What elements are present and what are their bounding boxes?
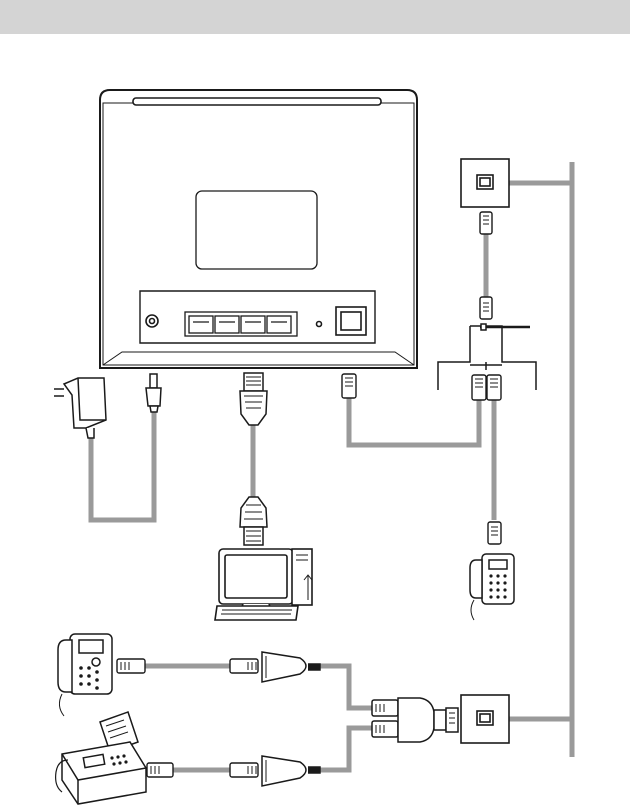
filter-adapter-lower (262, 756, 320, 786)
router-rear-panel (100, 90, 417, 368)
phone-plug-left-adapter (230, 659, 258, 673)
power-cable (91, 410, 154, 520)
telephone-right (470, 554, 514, 620)
lan-plug-bottom (240, 497, 267, 545)
adapter-upper-cable (320, 666, 372, 708)
phone-plug-router (342, 374, 356, 398)
wall-socket-top (461, 159, 509, 207)
phone-plug-splitter-left (472, 375, 486, 400)
wall-socket-bottom (461, 695, 509, 743)
lan-plug-top (240, 373, 267, 425)
power-adapter (54, 378, 106, 438)
y-splitter-adapter (372, 698, 458, 742)
phone-plug-phone-right (488, 522, 501, 544)
reset-button (317, 322, 322, 327)
phone-line-cable (349, 398, 479, 445)
dc-plug (146, 374, 161, 412)
adapter-lower-cable (320, 728, 372, 770)
phone-plug-splitter-right (487, 375, 501, 400)
fax-machine (56, 712, 146, 804)
desktop-computer (215, 549, 312, 620)
phone-plug-fax (147, 763, 173, 777)
phone-plug-fax-adapter (230, 763, 258, 777)
filter-adapter-upper (262, 652, 320, 682)
phone-plug-left-phone (117, 659, 145, 673)
phone-plug-wall-bottom (480, 297, 492, 319)
phone-plug-wall-top (480, 212, 492, 234)
lan-ports (185, 312, 297, 336)
phone-port (336, 307, 366, 335)
telephone-left (58, 634, 112, 716)
